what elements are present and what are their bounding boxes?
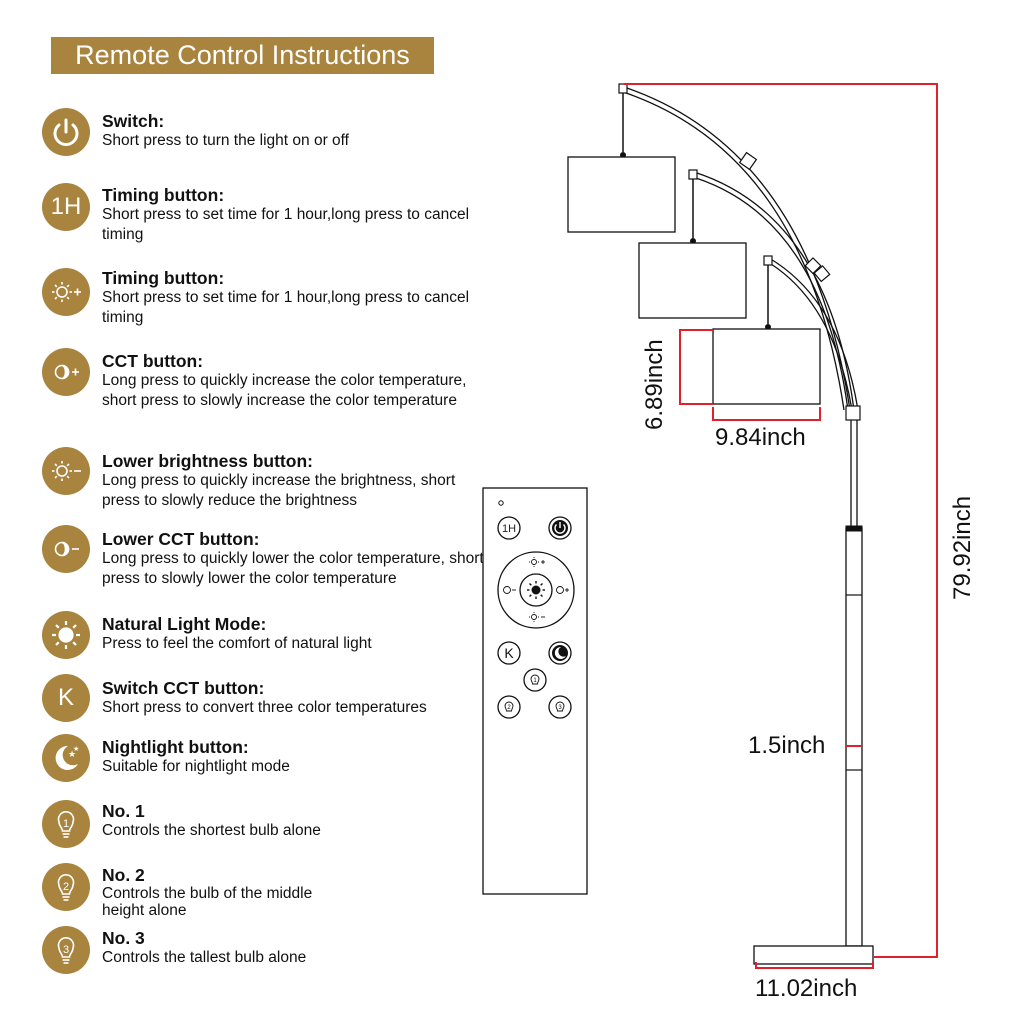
bulb-number: 2 <box>63 881 69 893</box>
remote-brightness-down-button[interactable] <box>529 612 545 622</box>
power-icon <box>42 108 90 156</box>
item-desc: Long press to quickly lower the color te… <box>102 550 484 587</box>
item-heading: Lower CCT button: <box>102 529 260 549</box>
pole-diameter-label: 1.5inch <box>748 732 825 759</box>
dimension-lines <box>624 83 938 969</box>
bulb-2-icon: 2 <box>42 863 90 911</box>
item-desc: Controls the bulb of the middle height a… <box>102 885 313 919</box>
icon-label: K <box>57 684 74 711</box>
total-height-label: 79.92inch <box>949 496 976 600</box>
sun-icon <box>42 611 90 659</box>
remote-k-button[interactable]: K <box>497 641 521 665</box>
item-heading: Switch: <box>102 111 165 131</box>
brightness-down-icon <box>42 447 90 495</box>
remote-moon-button[interactable] <box>548 641 572 665</box>
item-desc: Short press to convert three color tempe… <box>102 699 427 716</box>
svg-text:★: ★ <box>68 750 76 760</box>
lamp-shade-shortest <box>712 328 821 405</box>
lamp-arm-tallest <box>623 86 851 411</box>
shade-width-dimension-line <box>712 407 821 421</box>
base-width-dimension-line <box>755 962 874 969</box>
lamp-shade-middle <box>638 242 747 319</box>
remote-k-label: K <box>504 645 514 661</box>
item-heading: Nightlight button: <box>102 737 249 757</box>
item-desc: Short press to turn the light on or off <box>102 132 349 149</box>
item-heading: Lower brightness button: <box>102 451 313 471</box>
brightness-up-icon <box>42 268 90 316</box>
shade-height-label: 6.89inch <box>641 339 668 430</box>
item-desc: Suitable for nightlight mode <box>102 758 290 775</box>
lamp-base <box>753 945 874 965</box>
bulb-number: 1 <box>63 818 69 830</box>
item-heading: CCT button: <box>102 351 204 371</box>
item-desc: Long press to quickly increase the color… <box>102 372 467 409</box>
item-desc: Press to feel the comfort of natural lig… <box>102 635 372 652</box>
shade-width-label: 9.84inch <box>715 424 806 451</box>
svg-text:★: ★ <box>73 745 79 753</box>
item-heading: No. 2 <box>102 865 145 885</box>
moon-icon: ★★ <box>42 734 90 782</box>
item-desc: Long press to quickly increase the brigh… <box>102 472 456 509</box>
shade-height-dimension-line <box>679 329 713 405</box>
cct-down-icon <box>42 525 90 573</box>
k-icon: K <box>42 674 90 722</box>
item-desc: Controls the shortest bulb alone <box>102 822 321 839</box>
bulb-3-icon: 3 <box>42 926 90 974</box>
remote-control: 1H <box>482 487 588 895</box>
item-heading: Timing button: <box>102 268 225 288</box>
remote-sun-button[interactable] <box>527 581 545 599</box>
floor-lamp <box>567 83 874 965</box>
remote-dpad <box>497 551 575 629</box>
timer-1h-icon: 1H <box>42 183 90 231</box>
remote-bulb-3-label: 3 <box>558 705 562 711</box>
item-heading: Switch CCT button: <box>102 678 265 698</box>
remote-bulb-3-button[interactable]: 3 <box>548 695 572 719</box>
bulb-1-icon: 1 <box>42 800 90 848</box>
remote-bulb-1-button[interactable]: 1 <box>523 668 547 692</box>
remote-bulb-2-button[interactable]: 2 <box>497 695 521 719</box>
item-heading: Timing button: <box>102 185 225 205</box>
remote-cct-down-button[interactable] <box>503 586 517 594</box>
remote-led-indicator <box>498 500 504 506</box>
base-width-label: 11.02inch <box>755 975 857 1002</box>
remote-bulb-1-label: 1 <box>533 678 537 684</box>
remote-1h-button[interactable]: 1H <box>497 516 521 540</box>
item-desc: Short press to set time for 1 hour,long … <box>102 289 470 326</box>
item-desc: Short press to set time for 1 hour,long … <box>102 206 470 243</box>
lamp-pole <box>845 527 863 947</box>
icon-label: 1H <box>50 193 82 220</box>
page-title: Remote Control Instructions <box>51 37 434 74</box>
remote-cct-up-button[interactable] <box>556 586 570 594</box>
lamp-shade-tallest <box>567 156 676 233</box>
remote-bulb-2-label: 2 <box>507 705 511 711</box>
cct-up-icon <box>42 348 90 396</box>
lamp-arm-shortest <box>768 257 859 411</box>
remote-brightness-up-button[interactable] <box>529 557 545 567</box>
item-heading: Natural Light Mode: <box>102 614 267 634</box>
remote-1h-label: 1H <box>502 523 516 535</box>
lamp-arm-middle <box>693 171 855 411</box>
remote-power-button[interactable] <box>548 516 572 540</box>
item-heading: No. 1 <box>102 801 145 821</box>
item-desc: Controls the tallest bulb alone <box>102 949 307 966</box>
total-height-dimension-line <box>624 83 938 958</box>
item-heading: No. 3 <box>102 928 145 948</box>
bulb-number: 3 <box>63 944 69 956</box>
